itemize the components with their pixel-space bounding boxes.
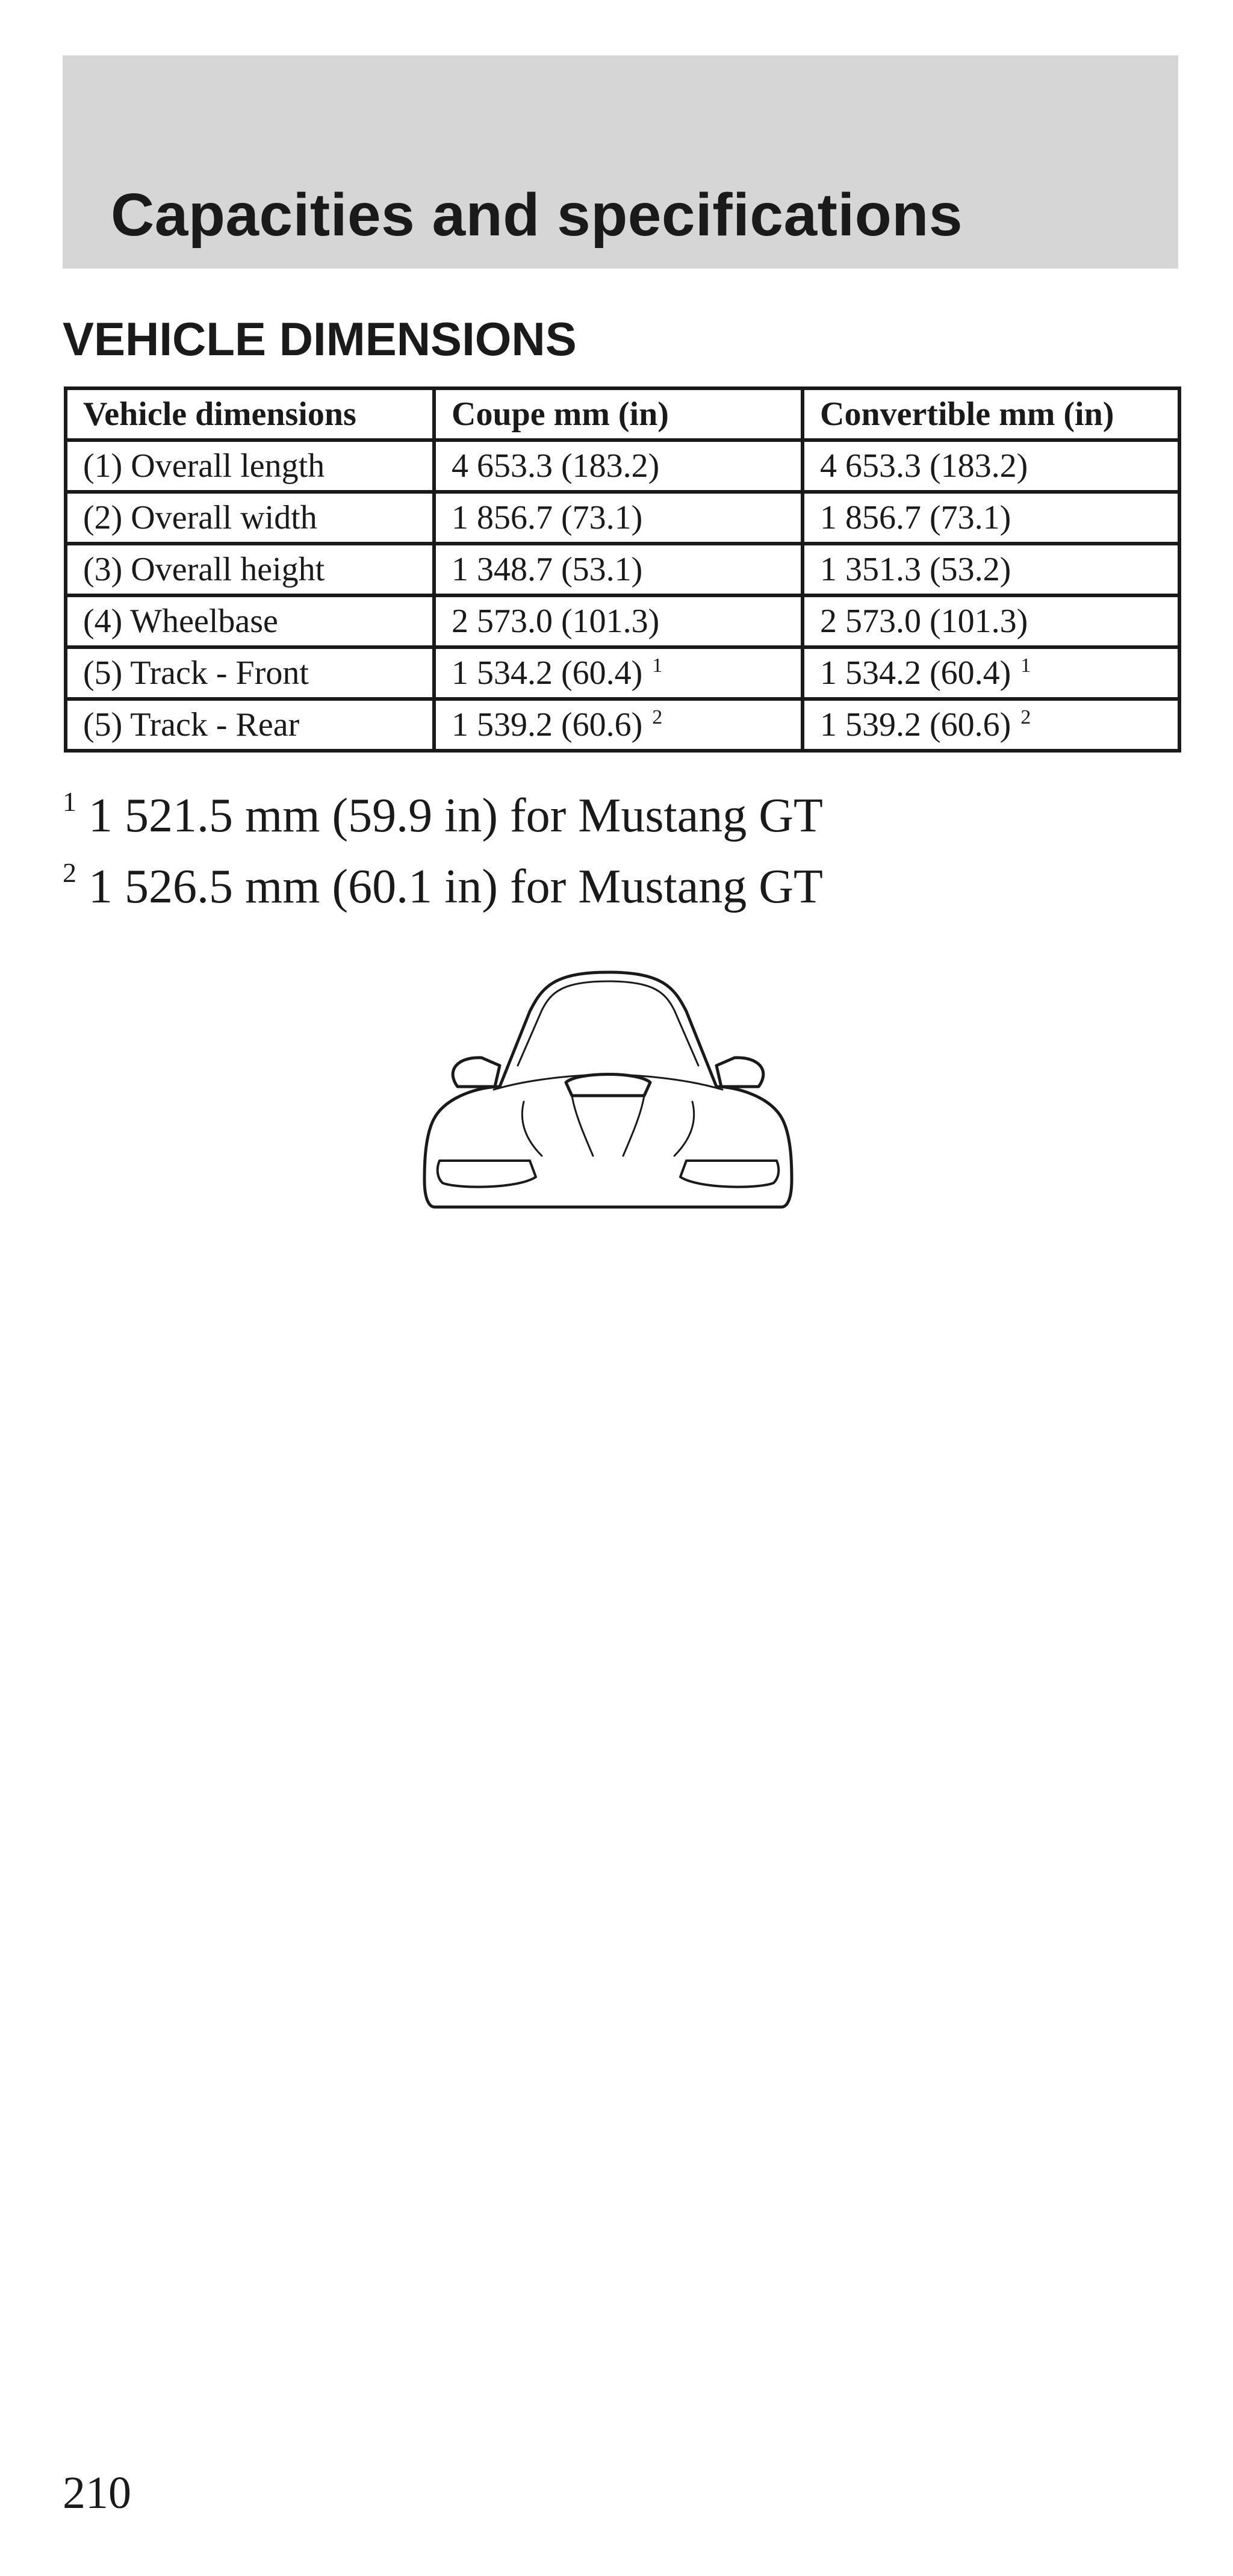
convertible-value: 1 539.2 (60.6) 2 [801,697,1181,753]
dimension-label: (4) Wheelbase [64,594,436,649]
page-number: 210 [63,2468,131,2518]
value-text: 1 539.2 (60.6) [452,706,643,743]
convertible-value: 1 534.2 (60.4) 1 [801,645,1181,701]
footnote-marker: 1 [63,786,76,817]
vehicle-dimension-diagram [423,970,858,1209]
footnote-marker: 1 [1020,654,1031,677]
footnote-text: 1 521.5 mm (59.9 in) for Mustang GT [89,789,823,842]
table-row: (1) Overall length 4 653.3 (183.2) 4 653… [64,438,1181,494]
coupe-value: 2 573.0 (101.3) [432,594,804,649]
section-title: VEHICLE DIMENSIONS [63,312,577,365]
vehicle-dimensions-table: Vehicle dimensions Coupe mm (in) Convert… [64,386,1181,753]
grille [602,1165,858,1168]
table-row: (5) Track - Rear 1 539.2 (60.6) 2 1 539.2… [64,697,1181,753]
footnote-marker: 2 [1020,706,1031,728]
value-text: 1 348.7 (53.1) [452,551,643,588]
footnote-2: 2 1 526.5 mm (60.1 in) for Mustang GT [63,857,823,914]
table-header-row: Vehicle dimensions Coupe mm (in) Convert… [64,386,1181,442]
convertible-value: 1 856.7 (73.1) [801,490,1181,545]
value-text: 1 534.2 (60.4) [452,654,643,692]
convertible-value: 4 653.3 (183.2) [801,438,1181,494]
dimension-label: (3) Overall height [64,542,436,597]
footnote-marker: 2 [63,857,76,888]
dimension-label: (2) Overall width [64,490,436,545]
dimension-label: (5) Track - Front [64,645,436,701]
dimension-label: (1) Overall length [64,438,436,494]
table-row: (4) Wheelbase 2 573.0 (101.3) 2 573.0 (1… [64,594,1181,649]
convertible-value: 2 573.0 (101.3) [801,594,1181,649]
coupe-value: 4 653.3 (183.2) [432,438,804,494]
column-header: Vehicle dimensions [64,386,436,442]
value-text: 1 856.7 (73.1) [820,499,1011,536]
value-text: 4 653.3 (183.2) [820,447,1028,485]
column-header: Coupe mm (in) [432,386,804,442]
car-front-view [423,970,794,1209]
value-text: 1 534.2 (60.4) [820,654,1011,692]
convertible-value: 1 351.3 (53.2) [801,542,1181,597]
value-text: 1 539.2 (60.6) [820,706,1011,743]
value-text: 2 573.0 (101.3) [452,603,660,640]
column-header: Convertible mm (in) [801,386,1181,442]
footnote-1: 1 1 521.5 mm (59.9 in) for Mustang GT [63,786,823,843]
coupe-value: 1 856.7 (73.1) [432,490,804,545]
coupe-value: 1 348.7 (53.1) [432,542,804,597]
value-text: 4 653.3 (183.2) [452,447,660,485]
dimension-label: (5) Track - Rear [64,697,436,753]
page-title: Capacities and specifications [111,181,963,249]
coupe-value: 1 534.2 (60.4) 1 [432,645,804,701]
coupe-value: 1 539.2 (60.6) 2 [432,697,804,753]
footnote-marker: 2 [652,706,663,728]
table-row: (5) Track - Front 1 534.2 (60.4) 1 1 534.… [64,645,1181,701]
value-text: 1 856.7 (73.1) [452,499,643,536]
footnote-text: 1 526.5 mm (60.1 in) for Mustang GT [89,860,823,913]
header-band: Capacities and specifications [63,55,1178,268]
value-text: 2 573.0 (101.3) [820,603,1028,640]
value-text: 1 351.3 (53.2) [820,551,1011,588]
table-row: (3) Overall height 1 348.7 (53.1) 1 351.… [64,542,1181,597]
table-row: (2) Overall width 1 856.7 (73.1) 1 856.7… [64,490,1181,545]
footnote-marker: 1 [652,654,663,677]
